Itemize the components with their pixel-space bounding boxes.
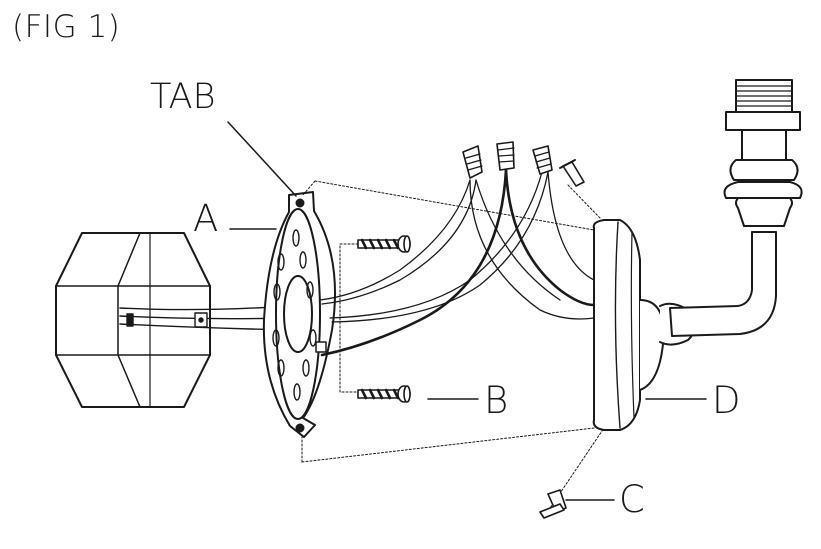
ground-screw	[315, 341, 327, 353]
figure-title: (FIG 1)	[12, 9, 121, 45]
cap-nut-top	[559, 159, 585, 187]
fixture-wires	[319, 168, 596, 357]
wall-canopy-d	[592, 219, 695, 431]
lamp-socket	[723, 79, 803, 227]
label-tab: TAB	[150, 77, 216, 117]
screw-c	[539, 489, 567, 519]
label-b: B	[484, 379, 509, 422]
mounting-screw-b	[357, 385, 411, 403]
fixture-arm	[669, 231, 777, 337]
label-c: C	[619, 478, 645, 521]
tab-screw-hole-bottom	[295, 423, 305, 433]
mounting-screw-b-top	[357, 235, 411, 253]
label-a: A	[193, 197, 219, 240]
leader-lines	[227, 121, 707, 501]
mounting-plate-a	[262, 191, 336, 438]
tab-screw-hole-top	[295, 198, 305, 208]
wire-nuts	[462, 141, 553, 179]
label-d: D	[712, 379, 741, 422]
supply-wires	[119, 305, 291, 331]
